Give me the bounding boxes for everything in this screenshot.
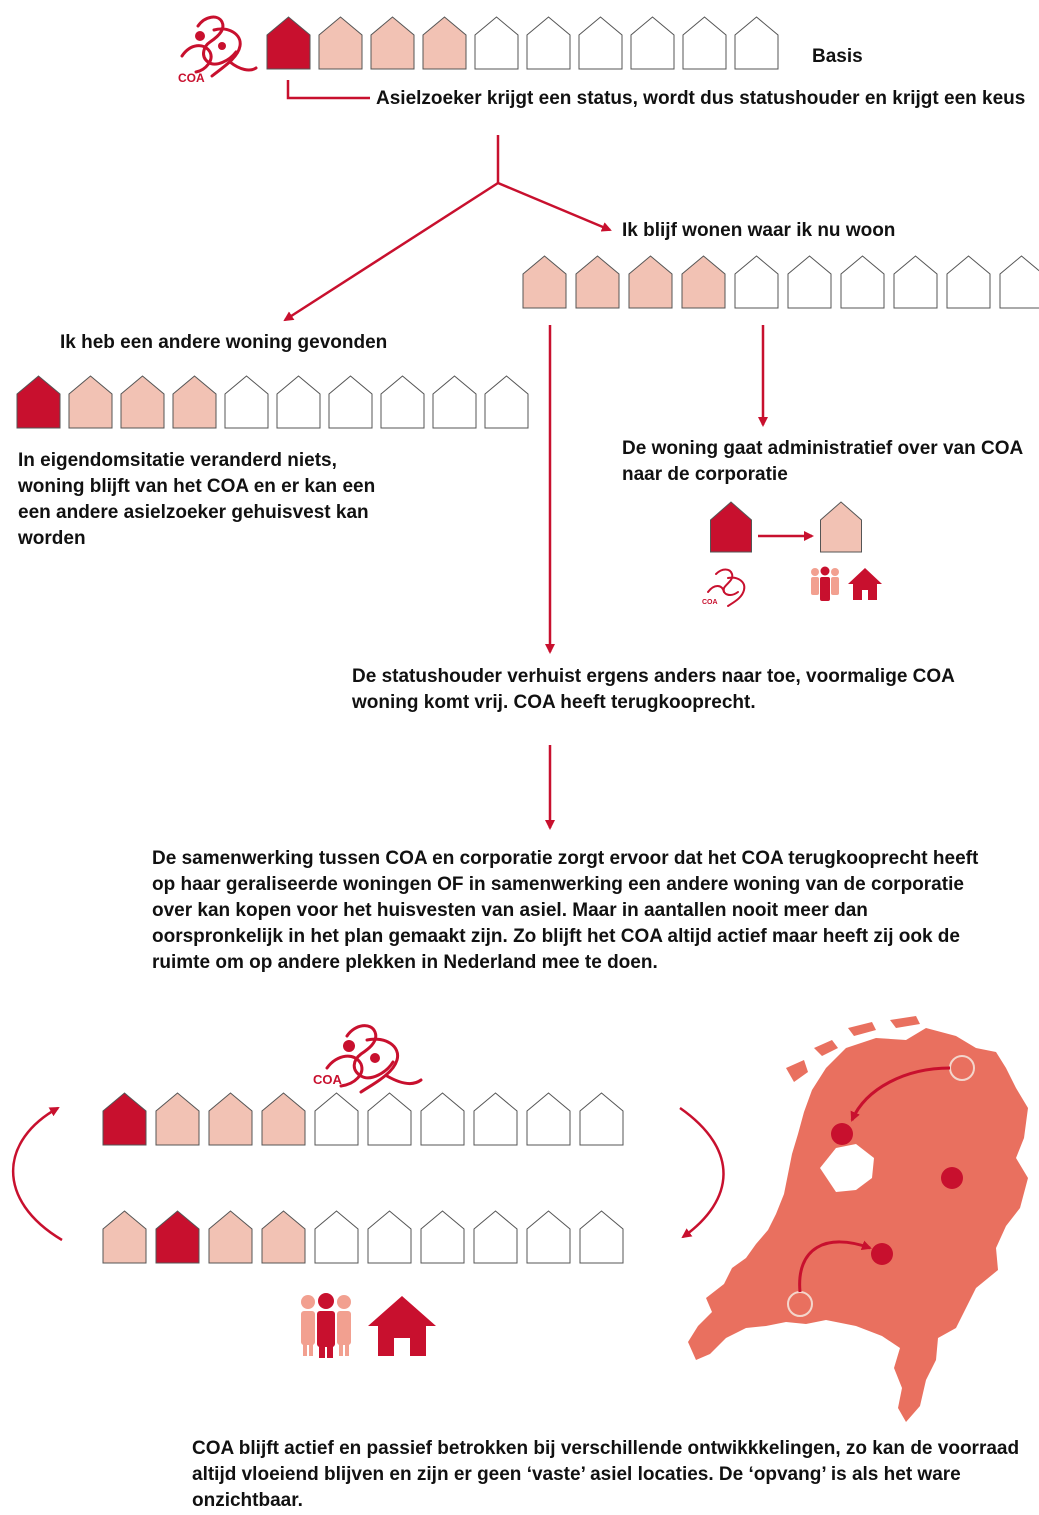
house-icon-light	[172, 375, 217, 429]
house-icon-light	[628, 255, 673, 309]
house-icon-empty	[579, 1210, 624, 1264]
house-icon-empty	[432, 375, 477, 429]
option-other-label: Ik heb een andere woning gevonden	[60, 332, 388, 353]
houses-basis	[266, 16, 779, 70]
house-icon-light	[681, 255, 726, 309]
svg-text:COA: COA	[702, 599, 718, 606]
basis-label: Basis	[812, 46, 863, 67]
house-icon-light	[261, 1210, 306, 1264]
move-out-text: De statushouder verhuist ergens anders n…	[352, 666, 955, 713]
cycle-arrow-left	[12, 1106, 63, 1242]
svg-text:COA: COA	[178, 71, 205, 85]
house-icon-empty	[380, 375, 425, 429]
house-icon-empty	[734, 16, 779, 70]
house-icon-empty	[420, 1092, 465, 1146]
house-icon-light	[370, 16, 415, 70]
coa-logo-small: COA	[702, 568, 746, 607]
house-icon-light	[155, 1092, 200, 1146]
house-icon-empty	[484, 375, 529, 429]
house-icon-light	[208, 1092, 253, 1146]
house-icon-empty	[367, 1092, 412, 1146]
coa-logo-center: COA	[313, 1024, 423, 1094]
home-icon-small	[848, 568, 882, 600]
houses-cycle-top	[102, 1092, 624, 1146]
people-icon	[301, 1293, 351, 1358]
house-icon-empty	[840, 255, 885, 309]
house-icon-empty	[367, 1210, 412, 1264]
house-icon-empty	[578, 16, 623, 70]
option-stay-label: Ik blijf wonen waar ik nu woon	[622, 220, 896, 241]
svg-text:COA: COA	[313, 1072, 343, 1087]
house-icon-empty	[314, 1092, 359, 1146]
status-text: Asielzoeker krijgt een status, wordt dus…	[376, 88, 1026, 109]
house-icon-empty	[526, 1092, 571, 1146]
house-icon-empty	[420, 1210, 465, 1264]
house-icon-light	[102, 1210, 147, 1264]
coa-logo-top: COA	[178, 15, 258, 85]
connector-basis-to-status	[286, 80, 370, 100]
houses-other	[16, 375, 529, 429]
house-corporation-icon	[820, 501, 862, 553]
house-icon-light	[422, 16, 467, 70]
cycle-arrow-right	[679, 1106, 725, 1239]
house-icon-empty	[682, 16, 727, 70]
conclusion-text: COA blijft actief en passief betrokken b…	[192, 1438, 1020, 1511]
house-icon-empty	[999, 255, 1039, 309]
house-icon-empty	[474, 16, 519, 70]
netherlands-map	[688, 1016, 1028, 1422]
house-icon-empty	[526, 1210, 571, 1264]
cooperation-text: De samenwerking tussen COA en corporatie…	[152, 848, 979, 973]
house-icon-empty	[579, 1092, 624, 1146]
admin-transfer-text: De woning gaat administratief over van C…	[622, 438, 1023, 485]
house-icon-light	[522, 255, 567, 309]
house-icon-dark	[102, 1092, 147, 1146]
house-icon-light	[575, 255, 620, 309]
houses-cycle-bottom	[102, 1210, 624, 1264]
house-icon-light	[120, 375, 165, 429]
houses-stay	[522, 255, 1039, 309]
people-icon-small	[811, 566, 839, 601]
house-icon-empty	[526, 16, 571, 70]
house-icon-empty	[787, 255, 832, 309]
house-icon-empty	[314, 1210, 359, 1264]
house-icon-light	[261, 1092, 306, 1146]
house-icon-empty	[734, 255, 779, 309]
house-icon-empty	[276, 375, 321, 429]
house-coa-icon	[710, 501, 752, 553]
option-other-text: In eigendomsitatie veranderd niets, woni…	[18, 450, 376, 549]
house-icon-light	[68, 375, 113, 429]
house-icon-light	[318, 16, 363, 70]
house-icon-empty	[893, 255, 938, 309]
house-icon-empty	[328, 375, 373, 429]
house-icon-dark	[266, 16, 311, 70]
arrow-to-other-home	[283, 181, 499, 322]
house-icon-dark	[16, 375, 61, 429]
house-icon-empty	[946, 255, 991, 309]
house-icon-dark	[155, 1210, 200, 1264]
home-icon	[368, 1296, 436, 1356]
arrow-to-stay	[497, 181, 612, 232]
house-icon-empty	[473, 1210, 518, 1264]
house-icon-empty	[630, 16, 675, 70]
house-icon-empty	[473, 1092, 518, 1146]
house-icon-empty	[224, 375, 269, 429]
house-icon-light	[208, 1210, 253, 1264]
